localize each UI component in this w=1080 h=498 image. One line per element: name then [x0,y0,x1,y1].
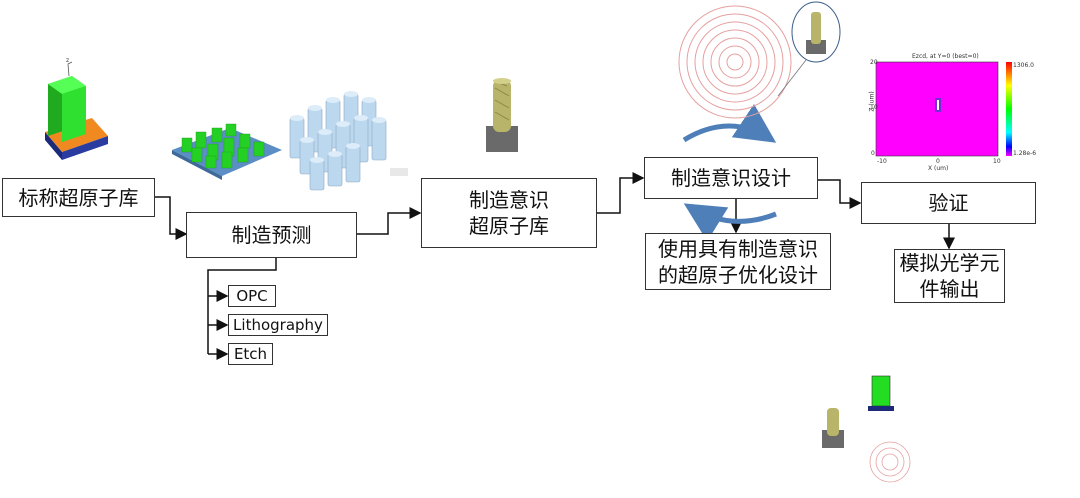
process-step-etch: Etch [228,343,273,365]
aware-library-label-line2: 超原子库 [469,214,549,238]
aware-design-box: 制造意识设计 [644,157,818,199]
svg-text:z: z [66,57,69,64]
nominal-library-box: 标称超原子库 [2,178,155,217]
cycle-arrow-bottom [683,203,777,242]
process-step-opc: OPC [228,285,276,307]
sim-colorbar-max: 1306.0 [1013,62,1034,69]
cylinder-array-image [289,91,408,191]
sim-plot-ytick-1: 10 [870,104,878,111]
zoom-leader-line [777,59,807,97]
fabricated-pillar-image [486,78,518,152]
verification-box: 验证 [861,182,1036,224]
simulated-output-label-line1: 模拟光学元 [899,251,1000,275]
green-array-image [172,123,282,180]
sim-plot-ytick-0: 20 [870,59,878,66]
aware-design-label: 制造意识设计 [671,166,791,190]
zoomed-pillar-image [806,12,826,54]
sim-plot-ytick-2: 0 [871,150,875,157]
nominal-library-label: 标称超原子库 [18,185,139,210]
process-step-lithography: Lithography [228,314,328,336]
sim-plot-xtick-1: 0 [936,158,940,165]
arrow-design-to-verification [818,179,862,209]
simulated-output-box: 模拟光学元 件输出 [894,249,1005,303]
bottom-pillar-image [822,408,844,448]
bottom-ring-pattern-image [869,441,911,483]
arrow-library-to-design [597,172,645,214]
sim-plot-xtick-0: -10 [877,158,887,165]
sim-colorbar-min: 1.28e-6 [1013,150,1037,157]
arrow-nominal-to-prediction [155,196,188,240]
optimize-design-label-line1: 使用具有制造意识 [658,236,818,261]
aware-library-box: 制造意识 超原子库 [421,178,597,248]
nominal-unit-cell-image: z [45,57,108,160]
arrow-prediction-to-library [357,207,422,235]
optimize-design-label-line2: 的超原子优化设计 [658,262,818,287]
branch-trunk [207,258,277,354]
cycle-arrow-top [682,103,777,143]
manufacturing-prediction-label: 制造预测 [231,223,312,247]
sim-plot-xlabel: X (um) [928,165,949,172]
process-step-opc-label: OPC [236,287,268,305]
process-step-etch-label: Etch [233,345,268,363]
manufacturing-prediction-box: 制造预测 [186,212,357,258]
verification-label: 验证 [928,191,969,215]
aware-library-label-line1: 制造意识 [469,188,549,212]
bottom-green-cell-image [868,375,894,411]
simulation-field-plot [875,61,1012,157]
optimize-design-box: 使用具有制造意识 的超原子优化设计 [645,233,831,290]
process-step-lithography-label: Lithography [233,316,323,334]
simulated-output-label-line2: 件输出 [919,277,980,301]
metalens-ring-pattern-image [678,5,792,119]
sim-plot-title: Ezcd, at Y=0 (best=0) [912,53,979,60]
sim-plot-xtick-2: 10 [993,158,1001,165]
